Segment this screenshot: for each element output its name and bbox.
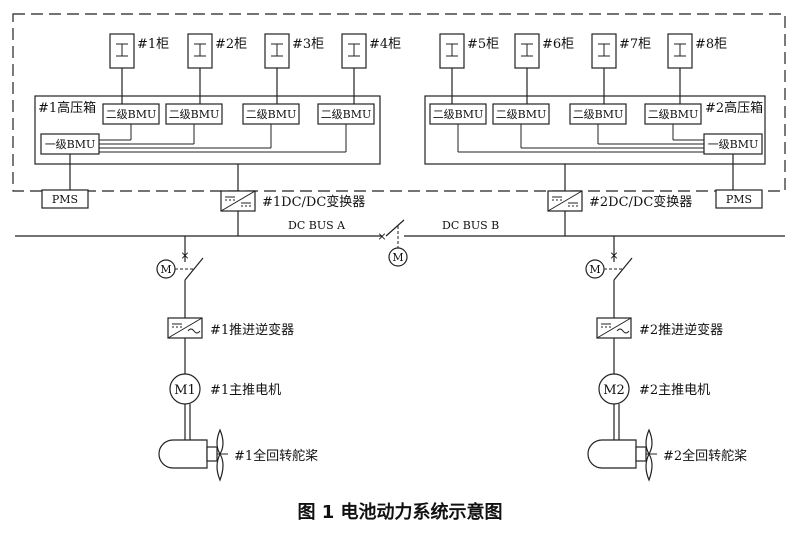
cabinet-5: #5柜: [439, 33, 499, 104]
cabinet-6: #6柜: [514, 33, 574, 104]
secondary-bmu-8-label: 二级BMU: [648, 108, 699, 121]
cabinet-8-label: #8柜: [695, 37, 727, 52]
propulsion-branch-2: × M #2推进逆变器 M2 #2主推电机 #2全回转舵桨: [585, 236, 747, 482]
cabinet-4: #4柜: [341, 33, 401, 104]
main-motor-2-symbol: M2: [603, 383, 625, 398]
propeller-2-label: #2全回转舵桨: [663, 448, 747, 464]
dcdc-converter-1-label: #1DC/DC变换器: [262, 194, 365, 210]
branch-1-switch-mark: ×: [180, 249, 189, 262]
main-motor-2-label: #2主推电机: [639, 383, 710, 398]
secondary-bmu-6: 二级BMU: [492, 103, 550, 125]
pms-2-label: PMS: [726, 193, 752, 206]
primary-bmu-1-label: 一级BMU: [45, 138, 96, 151]
hv-box-1: [34, 95, 381, 165]
main-motor-1-symbol: M1: [174, 383, 196, 398]
hv-box-2: [424, 95, 766, 165]
dcdc-converter-1: #1DC/DC变换器: [220, 190, 365, 236]
propeller-2-pod: [587, 439, 637, 469]
propulsion-branch-1: × M #1推进逆变器 M1 #1主推电机 #1全回转舵桨: [156, 236, 318, 482]
bus-tie-breaker-mark: ×: [377, 230, 386, 243]
bmu-comm-lines-right: [457, 124, 734, 190]
primary-bmu-2: 一级BMU: [703, 133, 763, 155]
cabinet-6-label: #6柜: [542, 37, 574, 52]
battery-system-boundary: [12, 13, 786, 192]
main-motor-1-label: #1主推电机: [210, 383, 281, 398]
secondary-bmu-5: 二级BMU: [429, 103, 487, 125]
cabinet-2-label: #2柜: [215, 37, 247, 52]
branch-2-switch-mark: ×: [609, 249, 618, 262]
pms-1-label: PMS: [52, 193, 78, 206]
secondary-bmu-3: 二级BMU: [242, 103, 300, 125]
secondary-bmu-2: 二级BMU: [165, 103, 223, 125]
secondary-bmu-6-label: 二级BMU: [496, 108, 547, 121]
cabinet-5-label: #5柜: [467, 37, 499, 52]
cabinet-8: #8柜: [667, 33, 727, 104]
cabinet-3: #3柜: [264, 33, 324, 104]
dc-bus-b-label: DC BUS B: [442, 219, 499, 232]
secondary-bmu-7: 二级BMU: [569, 103, 627, 125]
secondary-bmu-8: 二级BMU: [644, 103, 702, 125]
hv-box-1-label: #1高压箱: [38, 100, 96, 116]
primary-bmu-2-label: 一级BMU: [708, 138, 759, 151]
cabinet-2: #2柜: [187, 33, 247, 104]
secondary-bmu-7-label: 二级BMU: [573, 108, 624, 121]
hv-box-2-label: #2高压箱: [705, 100, 763, 116]
secondary-bmu-3-label: 二级BMU: [246, 108, 297, 121]
branch-1-actuator-label: M: [160, 263, 171, 276]
dc-bus-a-label: DC BUS A: [288, 219, 346, 232]
secondary-bmu-4-label: 二级BMU: [321, 108, 372, 121]
bus-tie-actuator-label: M: [392, 251, 403, 264]
propeller-1-pod: [158, 439, 208, 469]
bus-tie-breaker: × M: [377, 219, 408, 267]
cabinet-7: #7柜: [591, 33, 651, 104]
branch-2-actuator: [585, 259, 605, 279]
cabinet-7-label: #7柜: [619, 37, 651, 52]
cabinet-1: #1柜: [109, 33, 169, 104]
pms-2: PMS: [715, 189, 763, 209]
secondary-bmu-2-label: 二级BMU: [169, 108, 220, 121]
branch-1-actuator: [156, 259, 176, 279]
propeller-1-label: #1全回转舵桨: [234, 448, 318, 464]
cabinet-4-label: #4柜: [369, 37, 401, 52]
secondary-bmu-1-label: 二级BMU: [106, 108, 157, 121]
bmu-comm-lines-left: [69, 124, 347, 190]
primary-bmu-1: 一级BMU: [40, 133, 100, 155]
inverter-1-label: #1推进逆变器: [210, 322, 294, 338]
secondary-bmu-1: 二级BMU: [102, 103, 160, 125]
dcdc-converter-2: #2DC/DC变换器: [547, 190, 692, 236]
pms-1: PMS: [41, 189, 89, 209]
dcdc-converter-2-label: #2DC/DC变换器: [589, 194, 692, 210]
secondary-bmu-4: 二级BMU: [317, 103, 375, 125]
cabinet-3-label: #3柜: [292, 37, 324, 52]
secondary-bmu-5-label: 二级BMU: [433, 108, 484, 121]
cabinet-1-label: #1柜: [137, 37, 169, 52]
inverter-2-label: #2推进逆变器: [639, 322, 723, 338]
figure-caption: 图 1 电池动力系统示意图: [297, 501, 502, 523]
branch-2-actuator-label: M: [589, 263, 600, 276]
